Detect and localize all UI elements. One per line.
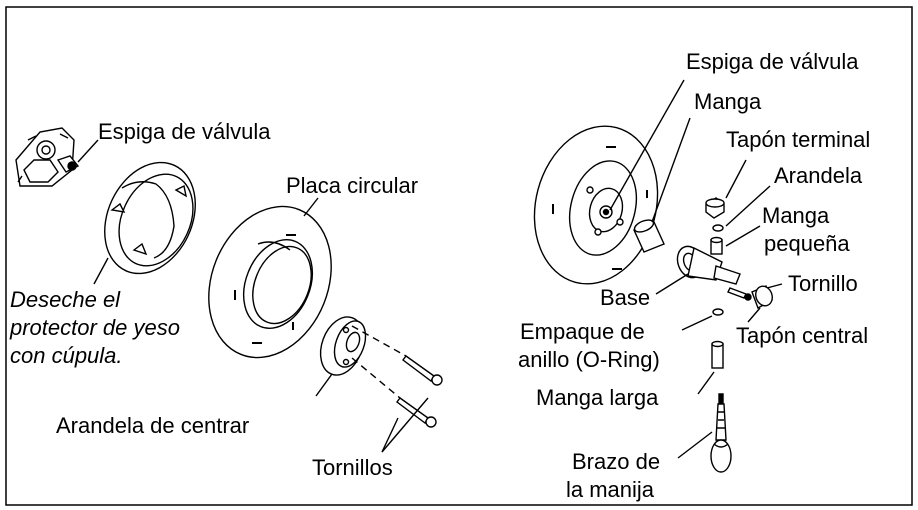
plaster-guard-dome bbox=[104, 161, 196, 275]
handle-arm bbox=[710, 393, 732, 473]
label-screw-right: Tornillo bbox=[788, 271, 858, 296]
leader-center-cap bbox=[747, 307, 761, 323]
label-center-cap: Tapón central bbox=[736, 323, 869, 348]
label-o-ring-2: anillo (O-Ring) bbox=[518, 347, 660, 372]
leader-valve-stem-left bbox=[77, 139, 99, 163]
base bbox=[676, 245, 741, 285]
label-valve-stem-right: Espiga de válvula bbox=[686, 49, 859, 74]
label-o-ring-1: Empaque de bbox=[520, 319, 645, 344]
label-handle-arm-2: la manija bbox=[566, 477, 655, 502]
leader-small-sleeve bbox=[725, 225, 761, 247]
leader-o-ring bbox=[681, 315, 713, 331]
center-cap bbox=[751, 285, 773, 310]
diagram-border bbox=[5, 6, 913, 506]
leader-sleeve bbox=[651, 117, 691, 223]
label-valve-stem-left: Espiga de válvula bbox=[98, 119, 271, 144]
end-cap bbox=[705, 197, 725, 219]
label-small-sleeve-1: Manga bbox=[762, 203, 830, 228]
small-sleeve bbox=[710, 236, 723, 255]
label-discard-note-2: protector de yeso bbox=[10, 315, 180, 340]
label-long-sleeve: Manga larga bbox=[536, 385, 659, 410]
leader-centering-washer bbox=[315, 373, 333, 397]
label-centering-washer: Arandela de centrar bbox=[56, 413, 250, 438]
long-sleeve bbox=[711, 340, 724, 369]
leader-handle-arm bbox=[677, 431, 713, 459]
label-discard-note-3: con cúpula. bbox=[10, 343, 123, 368]
leader-valve-stem-right bbox=[609, 79, 685, 211]
circular-plate-right bbox=[533, 125, 659, 285]
label-screws: Tornillos bbox=[312, 455, 393, 480]
leader-washer bbox=[725, 185, 771, 227]
label-handle-arm-1: Brazo de bbox=[572, 449, 661, 474]
label-sleeve: Manga bbox=[694, 89, 762, 114]
washer bbox=[712, 224, 724, 232]
screw-right bbox=[727, 287, 752, 301]
screws-left bbox=[351, 325, 443, 428]
leader-circular-plate bbox=[303, 197, 319, 217]
circular-plate-left bbox=[208, 205, 332, 359]
leader-screws-a bbox=[381, 417, 399, 453]
label-base: Base bbox=[600, 285, 651, 310]
label-washer: Arandela bbox=[774, 163, 863, 188]
label-end-cap: Tapón terminal bbox=[726, 127, 871, 152]
label-circular-plate: Placa circular bbox=[286, 173, 419, 198]
label-discard-note-1: Deseche el bbox=[10, 287, 121, 312]
valve-stem-assembly-left bbox=[15, 127, 80, 187]
o-ring bbox=[712, 308, 724, 316]
leader-base bbox=[655, 273, 689, 295]
sleeve bbox=[633, 219, 665, 253]
leader-screws-b bbox=[381, 397, 429, 453]
leader-long-sleeve bbox=[697, 371, 715, 395]
label-small-sleeve-2: pequeña bbox=[764, 231, 850, 256]
leader-end-cap bbox=[725, 159, 747, 199]
centering-washer bbox=[319, 316, 367, 376]
leader-discard-note bbox=[93, 257, 109, 285]
